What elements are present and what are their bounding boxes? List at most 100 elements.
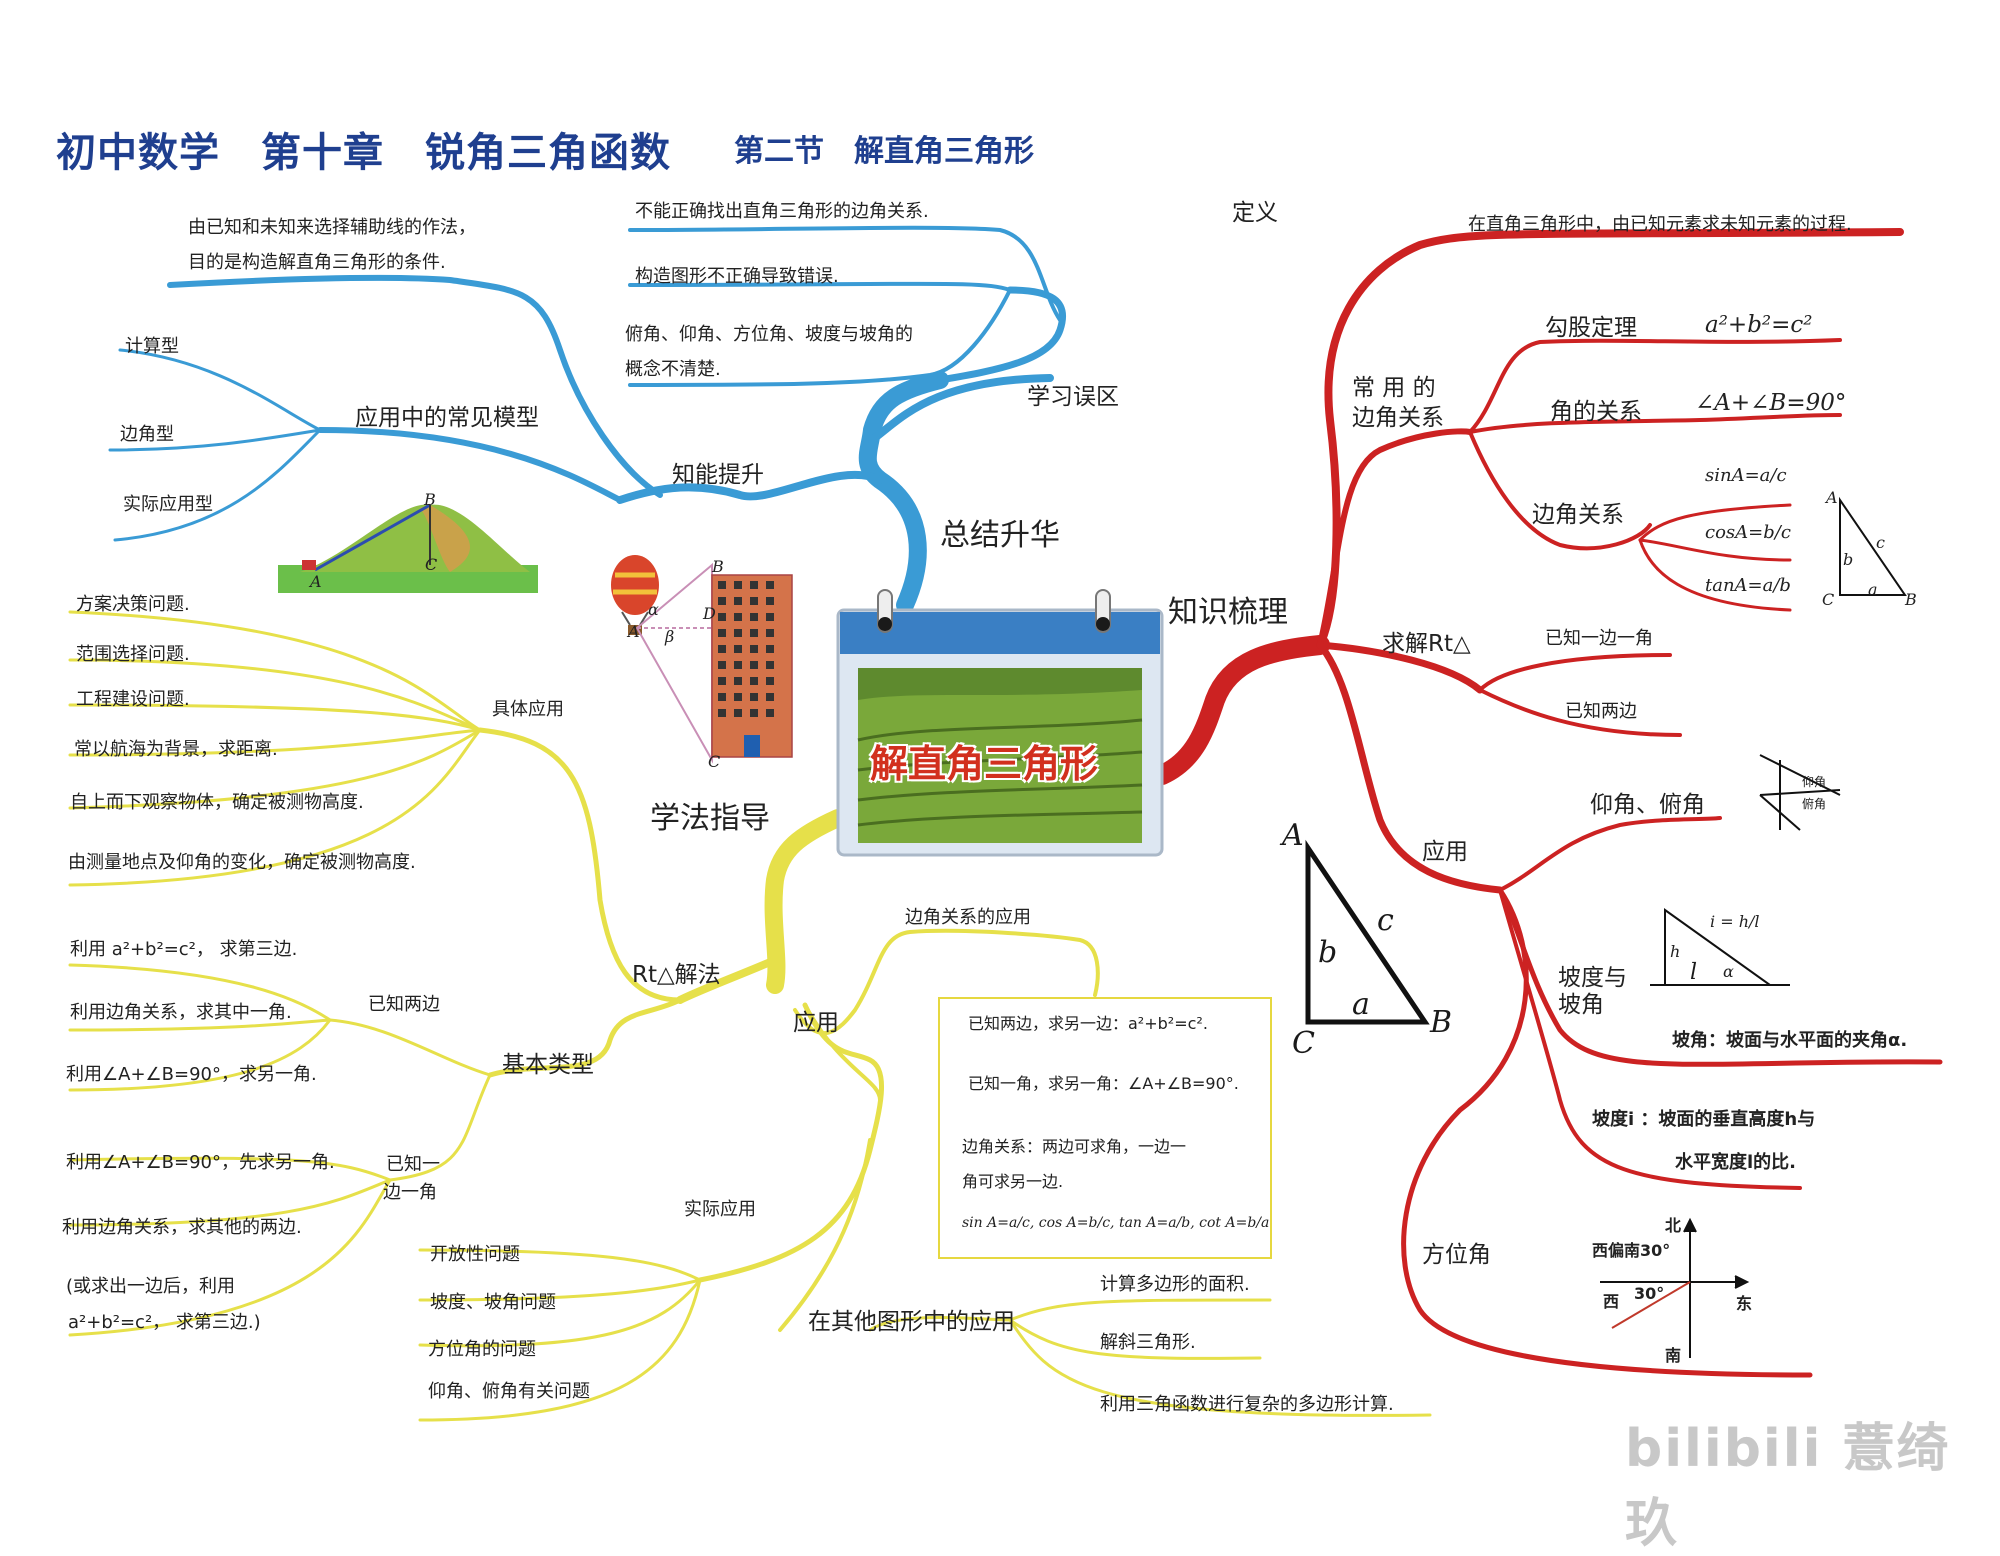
blue-branches — [108, 225, 1066, 614]
relations-label-1: 常 用 的 — [1352, 375, 1436, 401]
model-item-2: 边角型 — [120, 424, 174, 445]
yellow-application-label: 应用 — [793, 1010, 839, 1036]
page-subtitle: 第二节 解直角三角形 — [734, 134, 1034, 169]
solve-item-2: 已知两边 — [1565, 701, 1637, 722]
mistakes-label: 学习误区 — [1027, 384, 1119, 410]
angles-formula: ∠A+∠B=90° — [1695, 390, 1847, 416]
other-item-3: 利用三角函数进行复杂的多边形计算. — [1100, 1394, 1394, 1415]
sin-formula: sinA=a/c — [1705, 465, 1787, 486]
compass-south: 南 — [1665, 1346, 1682, 1365]
compass-north: 北 — [1665, 1216, 1682, 1235]
side-angle-item-1: 利用∠A+∠B=90°，先求另一角. — [66, 1152, 335, 1173]
definition-text: 在直角三角形中，由已知元素求未知元素的过程. — [1468, 214, 1852, 235]
summary-label: 总结升华 — [940, 518, 1060, 553]
solve-item-1: 已知一边一角 — [1545, 628, 1653, 649]
elev-icon-down: 俯角 — [1802, 797, 1827, 811]
small-tri-b-side: b — [1843, 550, 1854, 569]
balloon-label-beta: β — [665, 627, 675, 646]
center-calendar — [836, 589, 1164, 857]
compass-west: 西 — [1603, 1292, 1620, 1311]
big-right-triangle — [1305, 839, 1430, 1025]
models-label: 应用中的常见模型 — [355, 405, 539, 431]
side-angle-item-2: 利用边角关系，求其他的两边. — [62, 1217, 302, 1238]
small-tri-c-vertex: C — [1822, 590, 1835, 609]
specific-item-4: 常以航海为背景，求距离. — [74, 739, 278, 760]
slope-ratio-text-1: 坡度i ：坡面的垂直高度h与 — [1592, 1109, 1816, 1130]
big-tri-c: C — [1292, 1026, 1315, 1061]
two-sides-label: 已知两边 — [368, 994, 440, 1015]
formula-box-line-3: 边角关系：两边可求角，一边一 — [962, 1137, 1187, 1156]
relations-label-2: 边角关系 — [1352, 405, 1444, 431]
balloon-label-b: B — [712, 557, 724, 576]
slope-icon-alpha: α — [1723, 962, 1734, 981]
two-sides-item-1: 利用 a²+b²=c²， 求第三边. — [70, 939, 298, 960]
watermark: bilibili 薏绮玖 — [1625, 1419, 1951, 1554]
angles-label: 角的关系 — [1550, 399, 1642, 425]
two-sides-item-2: 利用边角关系，求其中一角. — [70, 1002, 292, 1023]
bearing-label: 方位角 — [1422, 1242, 1491, 1268]
sides-label: 边角关系 — [1532, 502, 1624, 528]
specific-item-2: 范围选择问题. — [76, 644, 190, 665]
formula-box-line-2: 已知一角，求另一角：∠A+∠B=90°. — [968, 1074, 1239, 1093]
model-item-1: 计算型 — [125, 336, 179, 357]
specific-item-1: 方案决策问题. — [76, 594, 190, 615]
big-tri-a-side: a — [1352, 987, 1370, 1022]
mistake-item-2: 构造图形不正确导致错误. — [635, 266, 839, 287]
practical-item-2: 坡度、坡角问题 — [430, 1292, 556, 1313]
ability-label: 知能提升 — [672, 462, 764, 488]
practical-item-1: 开放性问题 — [430, 1244, 520, 1265]
red-branches — [1152, 228, 1943, 1378]
compass-angle: 30° — [1634, 1284, 1665, 1303]
slope-icon-formula: i = h/l — [1710, 912, 1760, 931]
side-angle-label-2: 边一角 — [383, 1182, 437, 1203]
yellow-branches — [68, 610, 1432, 1422]
aux-line-1: 由已知和未知来选择辅助线的作法， — [188, 217, 476, 238]
small-tri-a-vertex: A — [1826, 488, 1838, 507]
side-angle-item-4: a²+b²=c²， 求第三边.) — [68, 1312, 261, 1333]
balloon-label-a: A — [628, 622, 640, 641]
practical-item-3: 方位角的问题 — [428, 1339, 536, 1360]
big-tri-a: A — [1282, 818, 1304, 853]
two-sides-item-3: 利用∠A+∠B=90°，求另一角. — [66, 1064, 317, 1085]
model-item-3: 实际应用型 — [123, 494, 213, 515]
definition-label: 定义 — [1232, 200, 1278, 226]
solve-label: 求解Rt△ — [1382, 631, 1471, 657]
practical-label: 实际应用 — [684, 1199, 756, 1220]
aux-line-2: 目的是构造解直角三角形的条件. — [188, 252, 446, 273]
compass-icon — [1600, 1217, 1750, 1358]
compass-east: 东 — [1736, 1294, 1753, 1313]
yellow-trunk — [764, 809, 847, 994]
mind-map-canvas — [68, 225, 1943, 1422]
specific-label: 具体应用 — [492, 699, 564, 720]
formula-box-line-4: 角可求另一边. — [962, 1172, 1064, 1191]
application-label: 应用 — [1422, 839, 1468, 865]
method-label: 学法指导 — [650, 801, 770, 836]
side-angle-label-1: 已知一 — [386, 1154, 440, 1175]
other-item-2: 解斜三角形. — [1100, 1332, 1196, 1353]
mountain-label-c: C — [425, 555, 438, 574]
elevation-label: 仰角、俯角 — [1590, 792, 1705, 818]
side-angle-item-3: (或求出一边后，利用 — [66, 1276, 236, 1297]
formula-box-line-1: 已知两边，求另一边：a²+b²=c². — [968, 1014, 1208, 1033]
elevation-angle-icon — [1759, 754, 1841, 831]
center-label: 解直角三角形 — [870, 742, 1099, 786]
slope-icon-h: h — [1670, 942, 1681, 961]
big-tri-b-side: b — [1318, 935, 1338, 970]
tan-formula: tanA=a/b — [1705, 575, 1791, 596]
slope-angle-text: 坡角：坡面与水平面的夹角α. — [1672, 1030, 1908, 1051]
rt-solve-label: Rt△解法 — [632, 962, 721, 988]
big-tri-c-side: c — [1377, 903, 1394, 938]
mountain-label-a: A — [310, 572, 322, 591]
small-right-triangle — [1839, 496, 1907, 596]
other-item-1: 计算多边形的面积. — [1100, 1274, 1250, 1295]
specific-item-5: 自上而下观察物体，确定被测物高度. — [70, 792, 364, 813]
balloon-label-d: D — [703, 604, 716, 623]
side-angle-app-label: 边角关系的应用 — [905, 907, 1031, 928]
mistake-item-1: 不能正确找出直角三角形的边角关系. — [635, 201, 929, 222]
formula-box — [938, 997, 1272, 1259]
specific-item-3: 工程建设问题. — [76, 689, 190, 710]
practical-item-4: 仰角、俯角有关问题 — [428, 1381, 590, 1402]
cos-formula: cosA=b/c — [1705, 522, 1791, 543]
compass-bearing: 西偏南30° — [1592, 1241, 1671, 1260]
knowledge-label: 知识梳理 — [1168, 595, 1288, 630]
